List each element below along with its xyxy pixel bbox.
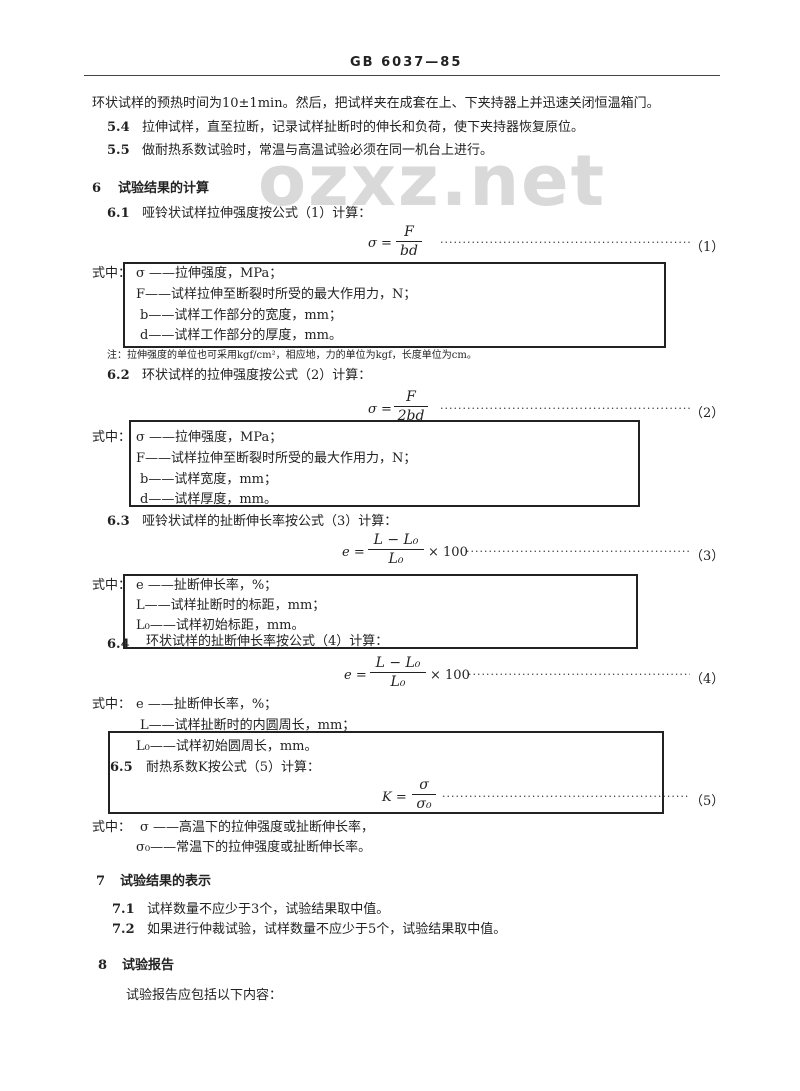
denominator: L₀ (390, 674, 406, 690)
equation-lhs: K = (382, 790, 407, 805)
multiplier: × 100 (430, 668, 470, 683)
where-label: 式中： (92, 266, 132, 281)
leader-dots: ········································… (468, 668, 690, 681)
where-label: 式中： (92, 430, 132, 445)
highlight-box (108, 731, 664, 814)
section-number: 7 (96, 874, 106, 889)
definition-line: b——试样工作部分的宽度，mm； (140, 308, 342, 323)
paragraph-preheat: 环状试样的预热时间为10±1min。然后，把试样夹在成套在上、下夹持器上并迅速关… (92, 96, 660, 111)
highlight-box (123, 574, 638, 649)
clause-number: 7.2 (112, 922, 135, 937)
fraction-bar (396, 241, 422, 242)
section-title: 试验结果的计算 (118, 181, 210, 196)
equation-number: （4） (690, 672, 725, 687)
section-title: 试验结果的表示 (120, 874, 212, 889)
definition-line: L₀——试样初始标距，mm。 (136, 618, 305, 633)
clause-number: 6.1 (107, 206, 130, 221)
clause-text: 环状试样的扯断伸长率按公式（4）计算： (146, 634, 389, 649)
clause-text: 做耐热系数试验时，常温与高温试验必须在同一机台上进行。 (142, 143, 494, 158)
where-label: 式中： (92, 578, 132, 593)
clause-text: 试样数量不应少于3个，试验结果取中值。 (147, 902, 390, 917)
definition-line: σ₀——常温下的拉伸强度或扯断伸长率。 (136, 840, 372, 855)
definition-line: L——试样扯断时的内圆周长，mm； (140, 718, 356, 733)
numerator: F (406, 389, 416, 405)
definition-line: d——试样厚度，mm。 (140, 492, 277, 507)
section-title: 试验报告 (122, 958, 175, 973)
fraction-bar (412, 794, 436, 795)
definition-line: e ——扯断伸长率，%； (136, 578, 278, 593)
equation-lhs: σ = (368, 402, 392, 417)
equation-lhs: e = (344, 668, 367, 683)
leader-dots: ········································… (442, 790, 690, 803)
header-rule (84, 75, 720, 76)
numerator: F (404, 224, 414, 240)
highlight-box (123, 262, 666, 348)
definition-line: σ ——高温下的拉伸强度或扯断伸长率， (140, 820, 375, 835)
equation-lhs: σ = (368, 236, 392, 251)
numerator: σ (419, 777, 429, 793)
definition-line: e ——扯断伸长率，%； (136, 697, 278, 712)
numerator: L − L₀ (375, 655, 421, 671)
denominator: σ₀ (416, 796, 432, 812)
definition-line: d——试样工作部分的厚度，mm。 (140, 328, 342, 343)
clause-text: 哑铃状试样的扯断伸长率按公式（3）计算： (142, 514, 398, 529)
clause-text: 拉伸试样，直至拉断，记录试样扯断时的伸长和负荷，使下夹持器恢复原位。 (142, 120, 585, 135)
where-label: 式中： (92, 697, 132, 712)
clause-number: 6.2 (107, 368, 130, 383)
clause-text: 耐热系数K按公式（5）计算： (146, 760, 320, 775)
equation-number: （5） (690, 794, 725, 809)
definition-line: F——试样拉伸至断裂时所受的最大作用力，N； (136, 451, 417, 466)
note: 注：拉伸强度的单位也可采用kgf/cm²，相应地，力的单位为kgf，长度单位为c… (107, 350, 477, 361)
denominator: L₀ (388, 551, 404, 567)
clause-number: 6.5 (110, 760, 133, 775)
equation-number: （1） (690, 240, 725, 255)
paragraph-report: 试验报告应包括以下内容： (126, 988, 283, 1003)
equation-fraction: F 2bd (394, 389, 428, 424)
definition-line: σ ——拉伸强度，MPa； (136, 266, 283, 281)
leader-dots: ········································… (466, 545, 690, 558)
fraction-bar (368, 549, 424, 550)
clause-text: 如果进行仲裁试验，试样数量不应少于5个，试验结果取中值。 (147, 922, 507, 937)
equation-fraction: L − L₀ L₀ (370, 655, 426, 690)
clause-number: 5.5 (107, 143, 130, 158)
watermark: ozxz.net (258, 140, 607, 222)
equation-fraction: F bd (396, 224, 422, 259)
fraction-bar (394, 406, 428, 407)
standard-code: GB 6037—85 (350, 55, 463, 70)
clause-number: 5.4 (107, 120, 130, 135)
section-number: 8 (98, 958, 108, 973)
equation-lhs: e = (342, 545, 365, 560)
definition-line: L——试样扯断时的标距，mm； (136, 598, 326, 613)
definition-line: F——试样拉伸至断裂时所受的最大作用力，N； (136, 287, 417, 302)
clause-number: 6.4 (107, 637, 130, 652)
where-label: 式中： (92, 820, 132, 835)
section-number: 6 (92, 181, 102, 196)
clause-text: 哑铃状试样拉伸强度按公式（1）计算： (142, 206, 372, 221)
definition-line: b——试样宽度，mm； (140, 472, 277, 487)
denominator: bd (400, 243, 418, 259)
definition-line: L₀——试样初始圆周长，mm。 (136, 739, 318, 754)
fraction-bar (370, 672, 426, 673)
numerator: L − L₀ (373, 532, 419, 548)
definition-line: σ ——拉伸强度，MPa； (136, 430, 283, 445)
equation-fraction: L − L₀ L₀ (368, 532, 424, 567)
equation-number: （3） (690, 549, 725, 564)
clause-text: 环状试样的拉伸强度按公式（2）计算： (142, 368, 372, 383)
equation-number: （2） (690, 406, 725, 421)
multiplier: × 100 (428, 545, 468, 560)
equation-fraction: σ σ₀ (412, 777, 436, 812)
leader-dots: ········································… (440, 236, 690, 249)
clause-number: 7.1 (112, 902, 135, 917)
clause-number: 6.3 (107, 514, 130, 529)
highlight-box (129, 420, 640, 507)
leader-dots: ········································… (440, 402, 690, 415)
